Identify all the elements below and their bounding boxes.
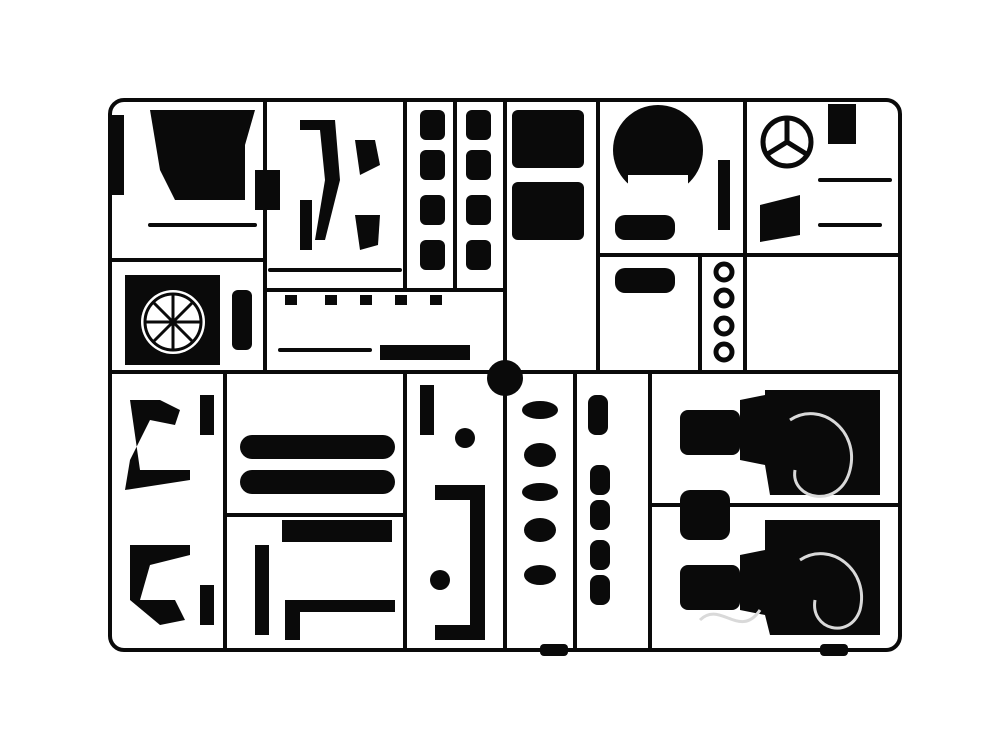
sprue-parts [112,104,880,656]
part-fifth-wheel [613,105,703,195]
part-panel-lower [512,182,584,240]
watermark [698,412,863,630]
part-air-tanks [420,110,491,270]
part-panel-upper [512,110,584,168]
part-exhaust-pipe-1 [240,435,395,459]
sprue-hub [487,360,523,396]
part-engine-block [680,390,880,635]
part-brackets [522,395,610,605]
part-exhaust-pipe-2 [240,470,395,494]
part-cab-block [150,110,255,200]
sprue-runners [108,98,902,652]
part-steering-wheel [760,115,814,169]
